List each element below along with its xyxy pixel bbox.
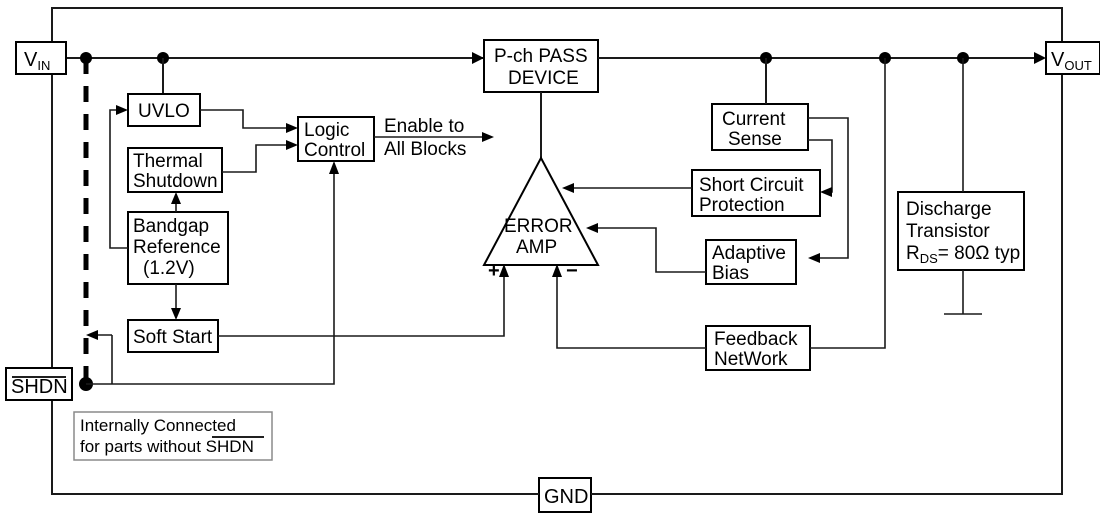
label-amp-minus: −: [566, 260, 578, 282]
block-pass-label-1: P-ch PASS: [494, 46, 588, 67]
arrowhead-adaptive-amp: [586, 223, 598, 233]
svg-text:VIN: VIN: [24, 49, 50, 73]
note-line-1: Internally Connected: [80, 416, 236, 435]
block-feedback-label-1: Feedback: [714, 329, 798, 350]
block-thermal-label-2: Shutdown: [133, 171, 218, 192]
block-error-amp[interactable]: [482, 155, 600, 266]
arrowhead-shdn-logic: [329, 161, 339, 174]
arrowhead-vin-to-pass: [472, 52, 484, 64]
block-current-label-1: Current: [722, 109, 786, 130]
wire-adaptive-to-amp: [598, 227, 706, 273]
pin-vin-label: V: [24, 49, 38, 71]
wire-thermal-to-logic: [222, 144, 288, 173]
block-current-label-2: Sense: [728, 129, 782, 150]
pin-vin-subscript: IN: [37, 58, 50, 73]
block-thermal-label-1: Thermal: [133, 151, 203, 172]
svg-text:for parts without SHDN: for parts without SHDN: [80, 437, 254, 456]
pin-shdn-box[interactable]: [5, 367, 73, 401]
block-discharge-label-2: Transistor: [906, 221, 990, 242]
block-discharge-transistor[interactable]: [897, 191, 1025, 271]
pin-vout-subscript: OUT: [1064, 58, 1092, 73]
arrowhead-feedback-amp: [552, 264, 562, 277]
block-logic-label-2: Control: [304, 140, 365, 161]
block-bandgap-label-3: (1.2V): [143, 258, 195, 279]
block-soft-start[interactable]: [127, 319, 219, 353]
block-discharge-r: R: [906, 243, 920, 264]
wire-current-to-adaptive: [808, 117, 849, 259]
block-bandgap-label-1: Bandgap: [133, 216, 209, 237]
block-discharge-label-1: Discharge: [906, 199, 992, 220]
block-adaptive-label-2: Bias: [712, 263, 749, 284]
label-enable-line2: All Blocks: [384, 139, 466, 160]
block-logic-label-1: Logic: [304, 120, 349, 141]
pin-vout-label: V: [1051, 49, 1065, 71]
arrowhead-uvlo-logic: [286, 123, 298, 133]
block-short-label-1: Short Circuit: [699, 175, 804, 196]
block-pass-device[interactable]: [483, 39, 599, 93]
block-short-label-2: Protection: [699, 195, 785, 216]
arrowhead-thermal-logic: [286, 140, 298, 150]
pin-shdn-label: SHDN: [11, 376, 68, 398]
note-line-2-prefix: for parts without: [80, 437, 206, 456]
arrowhead-short-amp: [562, 183, 574, 193]
block-bandgap-label-2: Reference: [133, 237, 221, 258]
block-adaptive-bias[interactable]: [705, 239, 797, 285]
block-feedback-label-2: NetWork: [714, 349, 788, 370]
wire-out-to-feedback: [810, 58, 886, 349]
arrowhead-current-short: [820, 187, 832, 197]
wire-uvlo-to-logic: [200, 109, 288, 129]
svg-text:VOUT: VOUT: [1051, 49, 1092, 73]
block-current-sense[interactable]: [711, 103, 809, 151]
arrowhead-vout: [1034, 52, 1046, 64]
wire-shdn-to-logic: [86, 172, 335, 385]
note-line-2-signal: SHDN: [206, 437, 254, 456]
block-adaptive-label-1: Adaptive: [712, 243, 786, 264]
arrowhead-bandgap-softstart: [171, 308, 181, 320]
block-pass-label-2: DEVICE: [508, 68, 579, 89]
block-discharge-r-val: = 80Ω typ: [938, 243, 1020, 264]
label-enable-line1: Enable to: [384, 116, 464, 137]
svg-text:RDS= 80Ω typ: RDS= 80Ω typ: [906, 243, 1020, 266]
pin-gnd-label: GND: [544, 486, 588, 508]
block-discharge-r-sub: DS: [920, 251, 938, 266]
label-amp-plus: +: [488, 260, 500, 282]
pin-vin-box[interactable]: [15, 41, 67, 75]
block-amp-label-2: AMP: [516, 237, 557, 258]
wire-bandgap-to-uvlo: [109, 109, 128, 249]
block-logic-control[interactable]: [297, 116, 375, 162]
arrowhead-softstart-amp: [499, 264, 509, 277]
block-amp-label-1: ERROR: [504, 216, 573, 237]
wire-softstart-to-amp-plus: [218, 277, 505, 337]
pin-gnd-box[interactable]: [538, 477, 592, 513]
arrowhead-current-adaptive: [808, 253, 820, 263]
arrowhead-note-to-dashed: [86, 330, 98, 340]
wire-feedback-to-amp-minus: [556, 277, 706, 349]
block-short-circuit-protection[interactable]: [691, 169, 821, 217]
arrowhead-bandgap-thermal: [171, 192, 181, 204]
block-feedback-network[interactable]: [705, 325, 811, 371]
block-softstart-label: Soft Start: [133, 327, 213, 348]
block-uvlo-label: UVLO: [138, 101, 190, 122]
arrowhead-bandgap-uvlo: [116, 105, 128, 115]
note-internally-connected-box: [73, 411, 273, 461]
block-thermal-shutdown[interactable]: [127, 147, 223, 193]
arrowhead-enable: [482, 132, 494, 142]
